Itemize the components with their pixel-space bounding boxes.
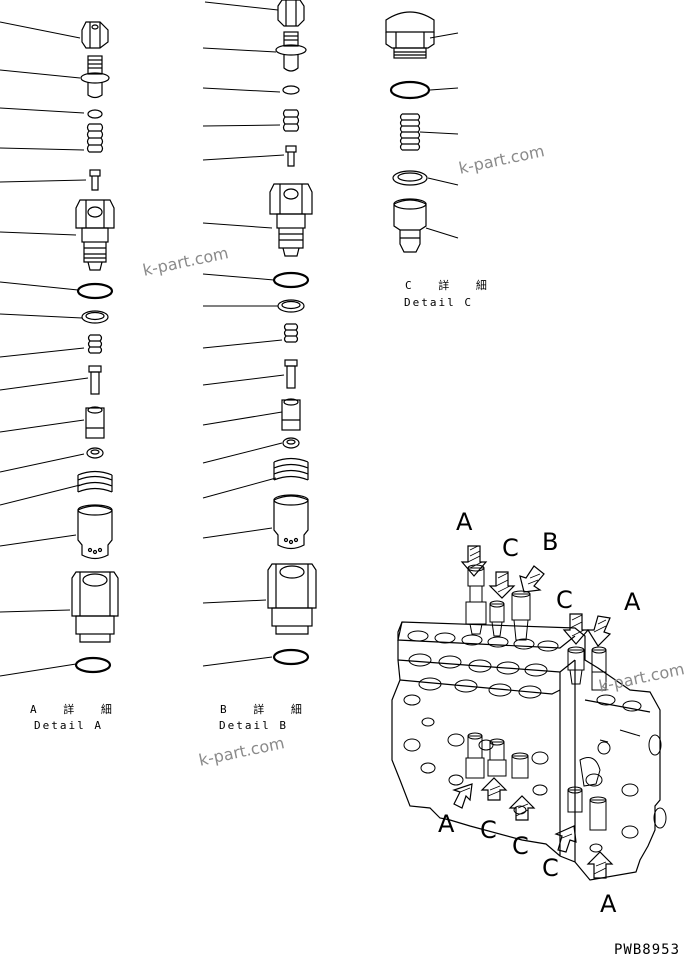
callout-letter: A — [456, 508, 473, 536]
callout-letter: C — [512, 832, 529, 860]
detail-c-column — [385, 11, 459, 253]
callout-letter: B — [542, 528, 559, 556]
callout-letter: C — [542, 854, 559, 882]
control-valve-assembly — [391, 545, 667, 881]
detail-b-label-jp: B 詳 細 — [220, 703, 312, 716]
detail-a-column — [0, 21, 119, 677]
detail-b-column — [202, 0, 317, 667]
detail-c-label-jp: C 詳 細 — [405, 279, 497, 292]
detail-a-label-jp: A 詳 細 — [30, 703, 122, 716]
detail-b-label-en: Detail B — [219, 719, 288, 732]
callout-letter: C — [556, 586, 573, 614]
detail-c-label-en: Detail C — [404, 296, 473, 309]
callout-letter: C — [480, 816, 497, 844]
callout-letter: A — [624, 588, 641, 616]
callout-letter: A — [600, 890, 617, 918]
drawing-code: PWB8953 — [614, 942, 681, 958]
callout-letter: A — [438, 810, 455, 838]
callout-letter: C — [502, 534, 519, 562]
detail-a-label-en: Detail A — [34, 719, 103, 732]
